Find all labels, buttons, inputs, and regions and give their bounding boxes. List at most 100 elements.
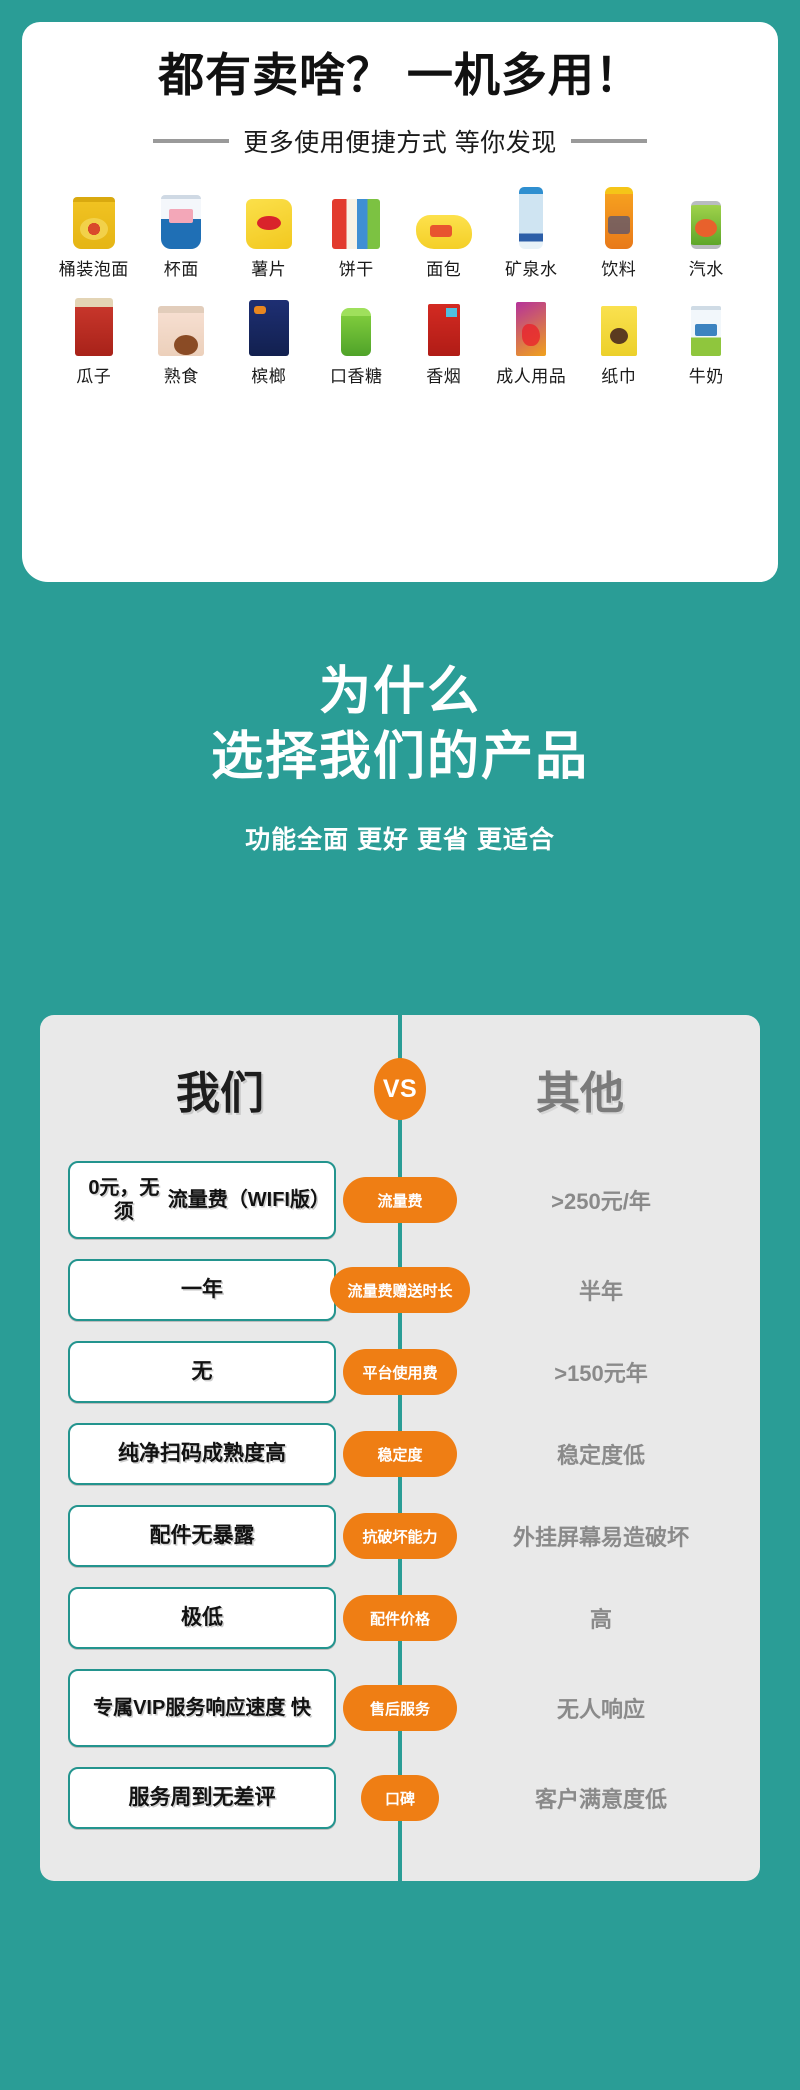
comparison-row: 专属VIP服务响应速度 快售后服务 无人响应 — [40, 1665, 760, 1751]
feature-pill: 稳定度 — [343, 1431, 457, 1477]
comparison-other-cell: >250元/年 — [400, 1184, 760, 1216]
feature-pill: 抗破坏能力 — [343, 1513, 457, 1559]
water-bottle-icon — [519, 179, 544, 249]
betel-nut-icon-shape — [248, 299, 289, 356]
milk-carton-icon — [691, 286, 722, 356]
cup-noodle-icon-shape — [161, 194, 202, 249]
product-label: 香烟 — [426, 366, 462, 386]
bread-icon — [415, 179, 472, 249]
comparison-header-ours: 我们 — [176, 1069, 264, 1118]
product-label: 饼干 — [338, 259, 374, 279]
cooked-food-icon-shape — [158, 305, 205, 356]
ours-value-box: 0元，无须流量费（WIFI版） — [68, 1161, 336, 1239]
comparison-ours-cell: 专属VIP服务响应速度 快 — [40, 1669, 400, 1747]
product-label: 杯面 — [163, 259, 199, 279]
product-label: 矿泉水 — [505, 259, 558, 279]
comparison-ours-cell: 无 — [40, 1341, 400, 1403]
feature-pill: 平台使用费 — [343, 1349, 457, 1395]
soda-can-icon-shape — [691, 200, 722, 249]
product-label: 牛奶 — [688, 366, 724, 386]
cup-noodle-bowl-icon-shape — [72, 196, 115, 249]
vs-badge: VS — [374, 1058, 426, 1120]
other-value: 无人响应 — [556, 1697, 645, 1722]
hero-subtitle: 更多使用便捷方式 等你发现 — [243, 128, 557, 157]
comparison-header: 我们 VS 其他 — [40, 1043, 760, 1135]
product-cell[interactable]: 饼干 — [313, 179, 401, 280]
ours-value-box: 无 — [68, 1341, 336, 1403]
product-label: 槟榔 — [251, 366, 287, 386]
product-row-1: 桶装泡面 杯面 薯片 饼干 面包 矿泉水 饮料 汽水 — [50, 179, 750, 280]
comparison-other-cell: 外挂屏幕易造破坏 — [400, 1520, 760, 1552]
cigarette-icon — [427, 286, 460, 356]
comparison-other-cell: >150元年 — [400, 1356, 760, 1388]
comparison-row: 0元，无须流量费（WIFI版）流量费>250元/年 — [40, 1157, 760, 1243]
other-value: 半年 — [578, 1279, 623, 1304]
feature-pill: 流量费赠送时长 — [330, 1267, 470, 1313]
milk-carton-icon-shape — [691, 305, 722, 356]
soda-can-icon — [691, 179, 722, 249]
comparison-ours-cell: 0元，无须流量费（WIFI版） — [40, 1161, 400, 1239]
hero-card: 都有卖啥？ 一机多用！ 更多使用便捷方式 等你发现 桶装泡面 杯面 薯片 饼干 面包 矿泉… — [22, 22, 778, 582]
product-label: 面包 — [426, 259, 462, 279]
product-label: 熟食 — [163, 366, 199, 386]
why-headline-line2: 选择我们的产品 — [210, 728, 589, 786]
comparison-row: 一年流量费赠送时长 半年 — [40, 1255, 760, 1325]
product-cell[interactable]: 杯面 — [138, 179, 226, 280]
product-cell[interactable]: 槟榔 — [225, 286, 313, 387]
product-cell[interactable]: 成人用品 — [488, 286, 576, 387]
product-grid: 桶装泡面 杯面 薯片 饼干 面包 矿泉水 饮料 汽水 瓜子 熟食 槟榔 口香糖 香烟 成人用品纸巾 牛奶 — [40, 179, 760, 387]
why-subtitle: 功能全面 更好 更省 更适合 — [245, 826, 555, 854]
hero-section: 都有卖啥？ 一机多用！ 更多使用便捷方式 等你发现 桶装泡面 杯面 薯片 饼干 面包 矿泉… — [0, 0, 800, 600]
biscuit-icon-shape — [332, 198, 381, 249]
product-cell[interactable]: 桶装泡面 — [50, 179, 138, 280]
comparison-row: 无平台使用费>150元年 — [40, 1337, 760, 1407]
other-value: 高 — [589, 1607, 612, 1632]
product-label: 瓜子 — [76, 366, 112, 386]
comparison-other-cell: 半年 — [400, 1274, 760, 1306]
product-label: 薯片 — [251, 259, 287, 279]
product-label: 汽水 — [688, 259, 724, 279]
product-cell[interactable]: 牛奶 — [663, 286, 751, 387]
ours-value-box: 极低 — [68, 1587, 336, 1649]
tissue-icon — [600, 286, 637, 356]
bread-icon-shape — [415, 214, 472, 249]
water-bottle-icon-shape — [519, 186, 544, 249]
feature-pill: 口碑 — [361, 1775, 439, 1821]
adult-product-icon-shape — [516, 301, 547, 356]
product-cell[interactable]: 饮料 — [575, 179, 663, 280]
page-title: 都有卖啥？ 一机多用！ — [158, 49, 642, 101]
ours-value-box: 一年 — [68, 1259, 336, 1321]
potato-chips-icon-shape — [245, 198, 292, 249]
rule-right-icon — [570, 138, 647, 143]
product-cell[interactable]: 矿泉水 — [488, 179, 576, 280]
feature-pill: 配件价格 — [343, 1595, 457, 1641]
product-cell[interactable]: 瓜子 — [50, 286, 138, 387]
product-cell[interactable]: 口香糖 — [313, 286, 401, 387]
biscuit-icon — [332, 179, 381, 249]
product-cell[interactable]: 汽水 — [663, 179, 751, 280]
cup-noodle-icon — [161, 179, 202, 249]
product-label: 口香糖 — [330, 366, 383, 386]
product-cell[interactable]: 面包 — [400, 179, 488, 280]
product-label: 饮料 — [601, 259, 637, 279]
product-cell[interactable]: 熟食 — [138, 286, 226, 387]
product-label: 纸巾 — [601, 366, 637, 386]
chewing-gum-icon-shape — [341, 307, 372, 356]
product-cell[interactable]: 薯片 — [225, 179, 313, 280]
other-value: 外挂屏幕易造破坏 — [512, 1525, 689, 1550]
product-cell[interactable]: 香烟 — [400, 286, 488, 387]
comparison-row: 纯净扫码成熟度高稳定度稳定度低 — [40, 1419, 760, 1489]
other-value: >250元/年 — [551, 1189, 651, 1214]
cooked-food-icon — [158, 286, 205, 356]
why-section: 为什么 选择我们的产品 功能全面 更好 更省 更适合 — [0, 600, 800, 856]
rule-left-icon — [153, 138, 230, 143]
product-cell[interactable]: 纸巾 — [575, 286, 663, 387]
hero-subtitle-row: 更多使用便捷方式 等你发现 — [40, 123, 760, 159]
comparison-ours-cell: 配件无暴露 — [40, 1505, 400, 1567]
product-label: 桶装泡面 — [58, 259, 129, 279]
chewing-gum-icon — [341, 286, 372, 356]
comparison-row: 服务周到无差评口碑客户满意度低 — [40, 1763, 760, 1833]
feature-pill: 售后服务 — [343, 1685, 457, 1731]
ours-value-box: 配件无暴露 — [68, 1505, 336, 1567]
